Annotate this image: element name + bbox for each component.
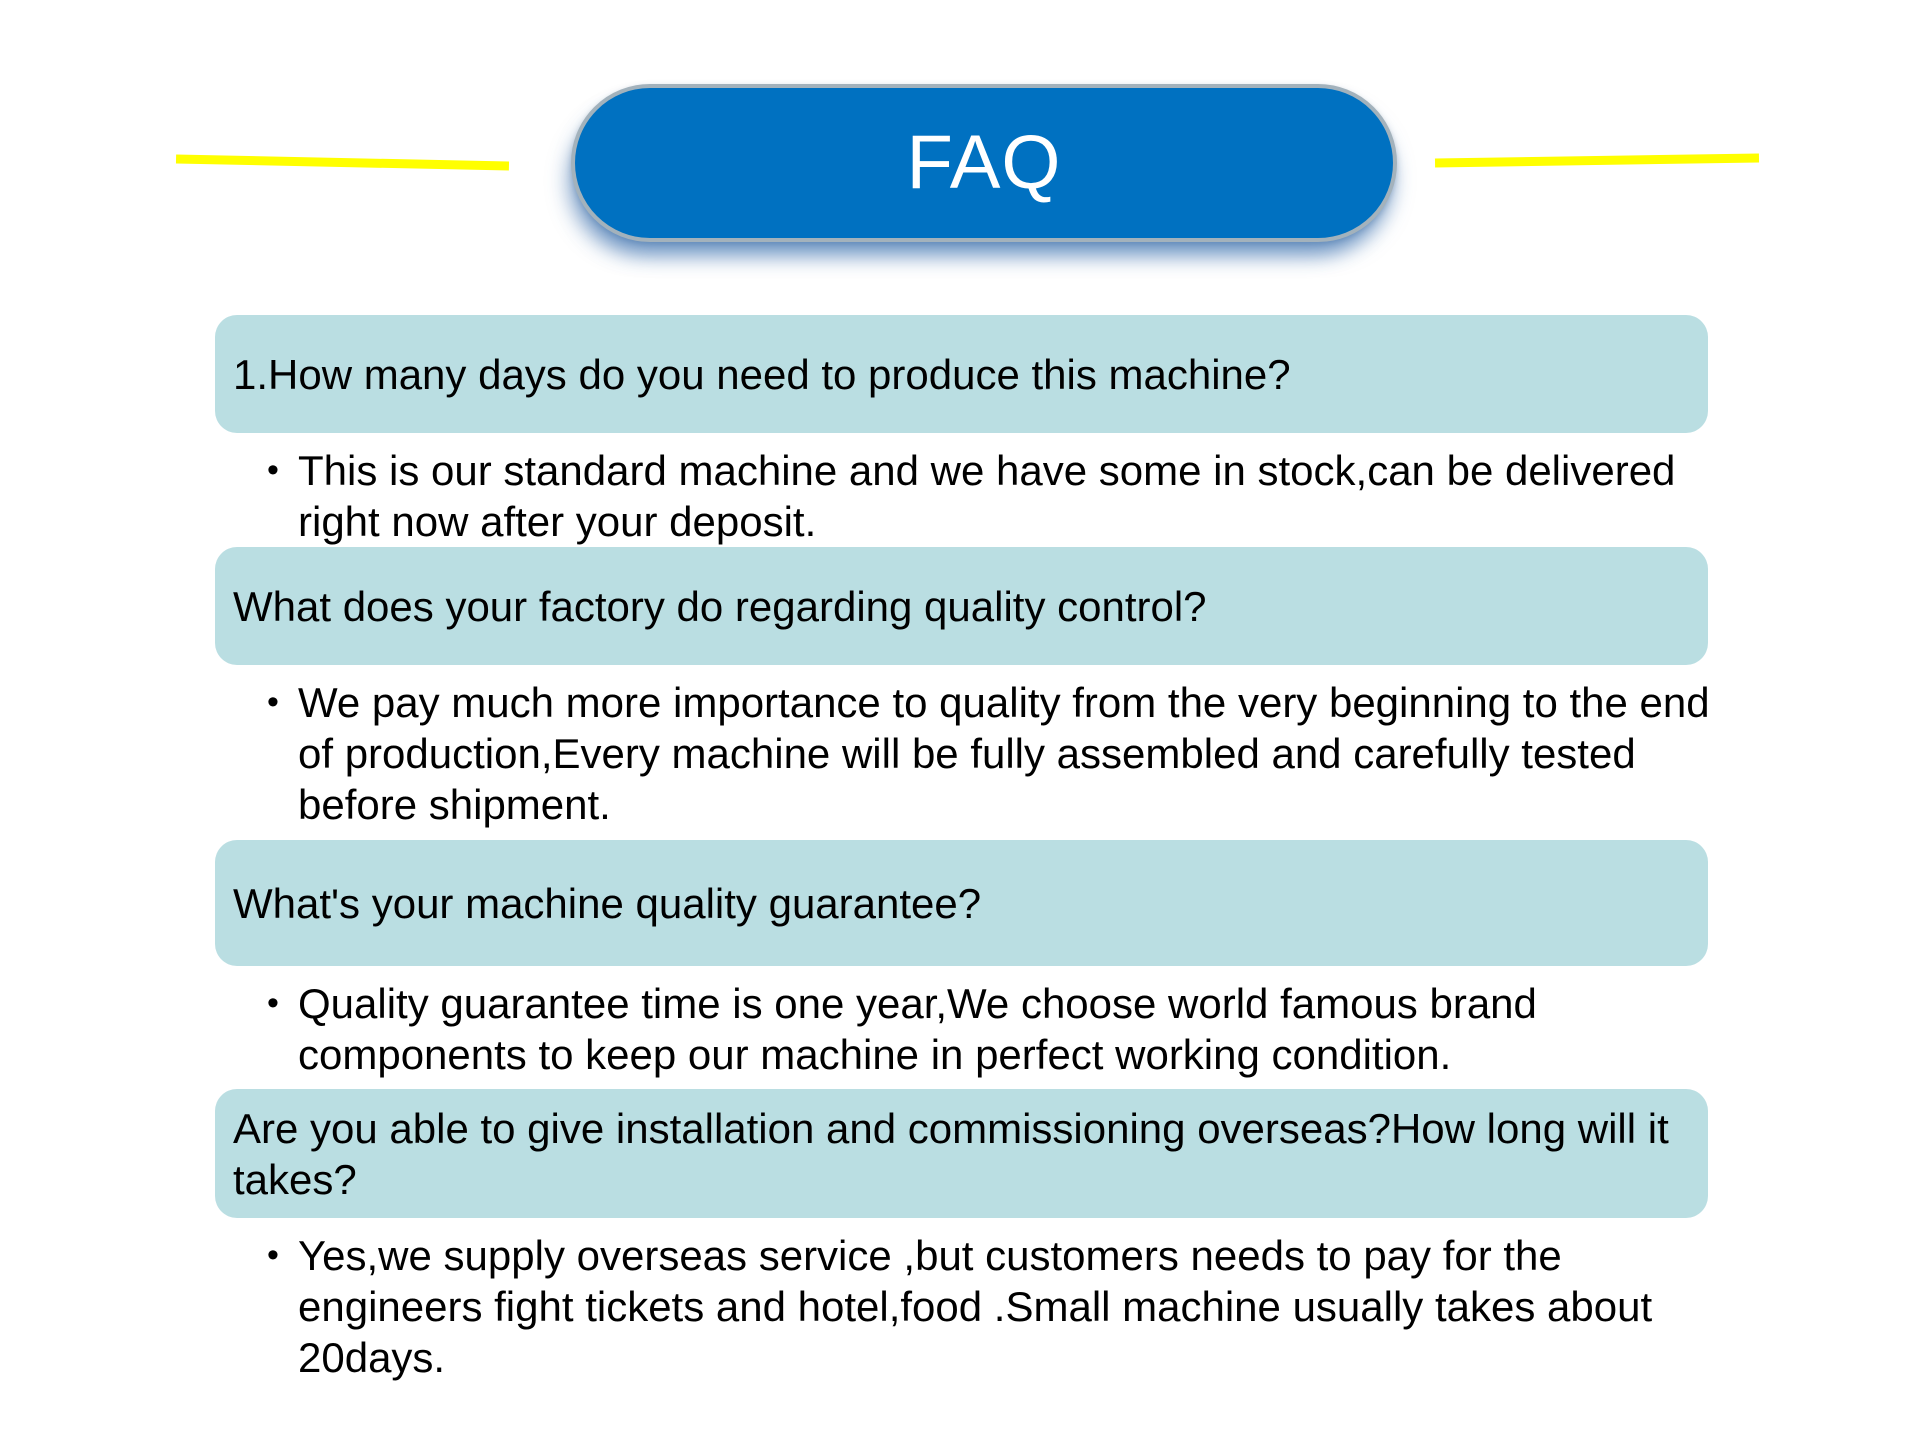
- faq-answer-text: Yes,we supply overseas service ,but cust…: [298, 1232, 1653, 1381]
- faq-question-text: Are you able to give installation and co…: [233, 1104, 1669, 1203]
- faq-answer-item: This is our standard machine and we have…: [265, 445, 1710, 547]
- faq-answer-list: Quality guarantee time is one year,We ch…: [265, 978, 1710, 1080]
- page-title: FAQ: [906, 120, 1062, 205]
- faq-header: FAQ: [0, 0, 1920, 315]
- faq-item: What does your factory do regarding qual…: [215, 547, 1710, 830]
- faq-answer-list: This is our standard machine and we have…: [265, 445, 1710, 547]
- faq-item: 1.How many days do you need to produce t…: [215, 315, 1708, 547]
- faq-answer-text: We pay much more importance to quality f…: [298, 679, 1710, 828]
- faq-title-pill: FAQ: [571, 84, 1397, 242]
- faq-item: What's your machine quality guarantee? Q…: [215, 840, 1708, 1080]
- faq-answer-text: Quality guarantee time is one year,We ch…: [298, 980, 1537, 1078]
- faq-answer-item: Yes,we supply overseas service ,but cust…: [265, 1230, 1710, 1383]
- faq-answer-text: This is our standard machine and we have…: [298, 447, 1676, 545]
- faq-item: Are you able to give installation and co…: [215, 1089, 1708, 1383]
- faq-answer-item: We pay much more importance to quality f…: [265, 677, 1710, 830]
- faq-question-box: Are you able to give installation and co…: [215, 1089, 1708, 1218]
- faq-answer-list: Yes,we supply overseas service ,but cust…: [265, 1230, 1710, 1383]
- faq-answer-item: Quality guarantee time is one year,We ch…: [265, 978, 1710, 1080]
- faq-question-text: What's your machine quality guarantee?: [233, 879, 982, 927]
- decorative-line-right: [1434, 153, 1760, 168]
- decorative-line-left: [175, 154, 510, 171]
- faq-question-box: What does your factory do regarding qual…: [215, 547, 1708, 665]
- faq-answer-list: We pay much more importance to quality f…: [265, 677, 1710, 830]
- faq-question-text: 1.How many days do you need to produce t…: [233, 350, 1291, 398]
- faq-question-box: What's your machine quality guarantee?: [215, 840, 1708, 966]
- faq-question-box: 1.How many days do you need to produce t…: [215, 315, 1708, 433]
- faq-question-text: What does your factory do regarding qual…: [233, 582, 1207, 630]
- faq-list: 1.How many days do you need to produce t…: [215, 315, 1710, 1383]
